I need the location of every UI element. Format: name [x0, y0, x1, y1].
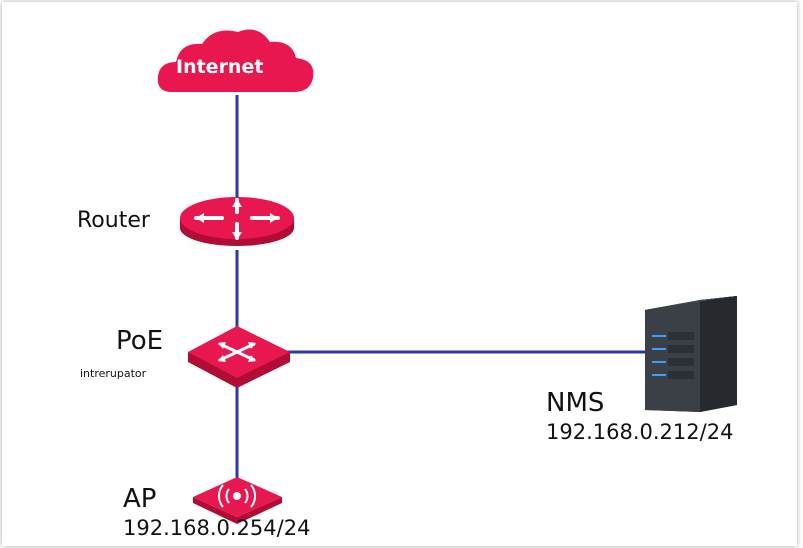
nms-ip-address: 192.168.0.212/24 [546, 420, 734, 444]
ap-ip-address: 192.168.0.254/24 [123, 516, 311, 540]
nms-label: NMS [546, 388, 605, 418]
poe-switch-sublabel: intrerupator [80, 367, 147, 380]
poe-switch-label: PoE [116, 326, 164, 356]
access-point-icon [193, 477, 282, 524]
router-icon [180, 197, 294, 246]
switch-icon [188, 326, 290, 388]
internet-label: Internet [176, 56, 264, 78]
cloud-icon [157, 29, 314, 93]
router-label: Router [77, 208, 150, 233]
ap-label: AP [123, 484, 157, 514]
server-icon [645, 296, 737, 412]
